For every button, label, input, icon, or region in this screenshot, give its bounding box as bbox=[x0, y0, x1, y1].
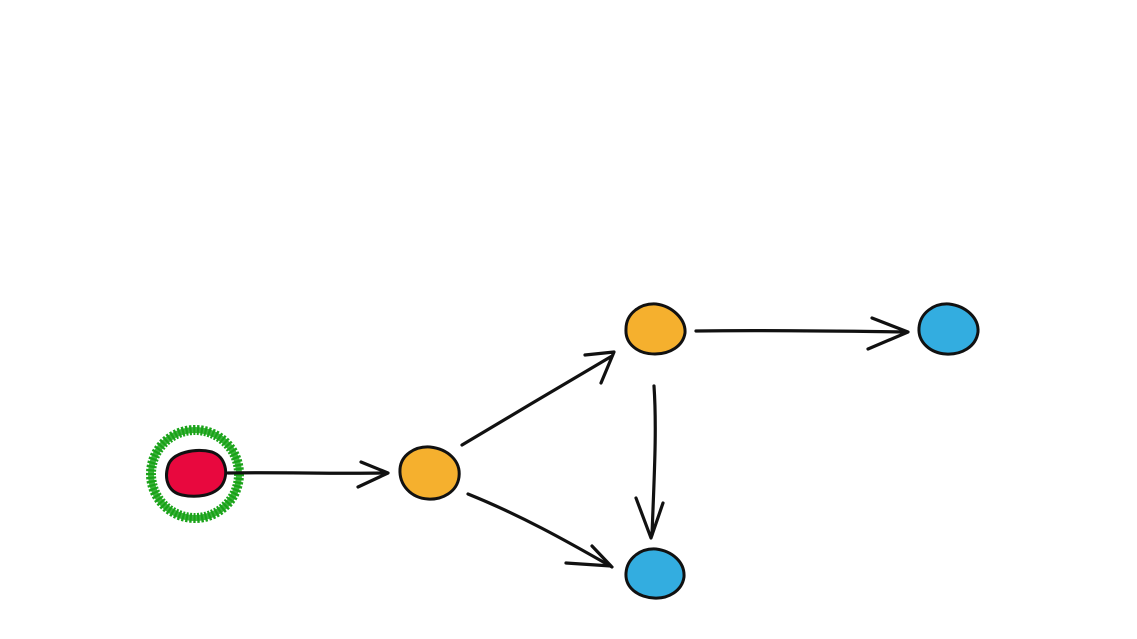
node-terminal-2 bbox=[624, 547, 686, 600]
edge-n2-n5 bbox=[466, 492, 614, 569]
edge-n3-n4 bbox=[694, 316, 910, 351]
node-intermediate-1 bbox=[398, 445, 461, 501]
edge-n1-n2 bbox=[226, 460, 390, 489]
node-start bbox=[165, 449, 228, 498]
edge-n2-n3 bbox=[460, 350, 616, 447]
edge-n3-n5 bbox=[634, 384, 665, 540]
node-terminal-1 bbox=[917, 302, 980, 356]
node-intermediate-2 bbox=[624, 302, 687, 356]
